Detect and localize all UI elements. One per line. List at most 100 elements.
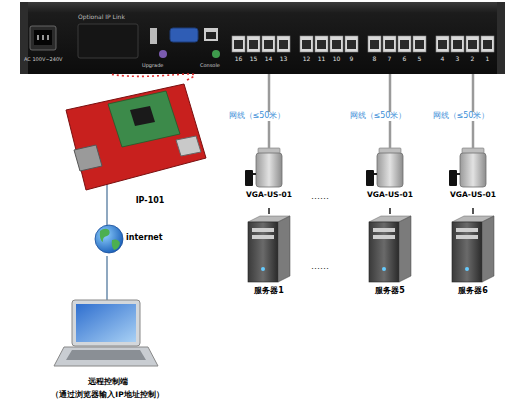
rj45-port	[247, 36, 260, 52]
port-number: 1	[480, 56, 496, 63]
port-number: 7	[382, 56, 398, 63]
daughter-board	[108, 91, 180, 147]
port-number: 12	[299, 56, 315, 63]
port-number: 4	[435, 56, 451, 63]
rj45-port	[398, 36, 411, 52]
ps2-port	[212, 50, 220, 58]
rj45-port	[232, 36, 245, 52]
network-cable	[106, 183, 108, 213]
server: 服务器5	[355, 214, 425, 302]
port-number: 14	[261, 56, 277, 63]
vga-module: VGA-US-01	[443, 148, 503, 208]
connector-line	[106, 213, 108, 222]
connector-line	[106, 256, 108, 296]
continent	[100, 229, 110, 242]
ellipsis-mark: ……	[300, 262, 340, 272]
rack-ear	[497, 2, 505, 74]
rj45-port	[300, 36, 313, 52]
rj45-port	[315, 36, 328, 52]
server: 服务器6	[438, 214, 508, 302]
remote-laptop: 远程控制端 （通过浏览器输入IP地址控制）	[30, 296, 185, 408]
laptop-keyboard	[66, 350, 146, 360]
continent	[112, 239, 120, 250]
server-label: 服务器6	[438, 287, 508, 296]
rj45-port	[413, 36, 426, 52]
db9-connector	[74, 145, 102, 171]
rj45-port	[262, 36, 275, 52]
rj45-port	[330, 36, 343, 52]
board-label: IP-101	[120, 197, 180, 206]
port-number: 16	[231, 56, 247, 63]
vga-module	[245, 148, 282, 187]
port-number: 13	[276, 56, 292, 63]
port-caption: Console	[200, 63, 234, 69]
port-number: 9	[344, 56, 360, 63]
globe	[95, 225, 123, 253]
port-number: 6	[397, 56, 413, 63]
connector-line	[389, 74, 392, 148]
module-label: VGA-US-01	[239, 191, 299, 199]
ip-link-plate	[78, 24, 138, 58]
power-socket	[30, 26, 56, 50]
console-rj45-slot	[206, 32, 216, 39]
power-pin	[47, 35, 49, 40]
port-number: 3	[450, 56, 466, 63]
ps2-port	[159, 50, 167, 58]
connector-line	[268, 74, 271, 148]
rj45-port	[345, 36, 358, 52]
port-number: 8	[367, 56, 383, 63]
network-cable	[106, 296, 108, 300]
rack-ear	[20, 2, 28, 74]
rj45-port	[481, 36, 494, 52]
port-caption: Optional IP Link	[78, 14, 142, 21]
power-socket-inner	[34, 30, 52, 45]
rj45-port	[368, 36, 381, 52]
rj45-port	[277, 36, 290, 52]
vga-port	[170, 28, 198, 42]
power-label: AC 100V~240V	[24, 57, 72, 63]
server: 服务器1	[234, 214, 304, 302]
pcb-board	[66, 84, 206, 190]
vga-module	[449, 148, 486, 187]
server-tower	[369, 216, 411, 282]
laptop-title: 远程控制端	[30, 378, 185, 387]
server-label: 服务器5	[355, 287, 425, 296]
connector-line	[472, 74, 475, 148]
laptop-screen	[76, 304, 136, 342]
server-tower	[248, 216, 290, 282]
rj45-port	[451, 36, 464, 52]
rj45-port	[436, 36, 449, 52]
internet-label: internet	[126, 234, 172, 243]
cable-label: 网线（≤50米）	[432, 112, 491, 121]
port-number: 2	[465, 56, 481, 63]
upgrade-port	[150, 28, 157, 44]
ip-module-board: IP-101	[62, 80, 212, 213]
module-label: VGA-US-01	[443, 191, 503, 199]
port-number: 11	[314, 56, 330, 63]
rj45-connector	[176, 136, 201, 156]
internet-cloud: internet	[80, 222, 175, 256]
connector-line	[268, 208, 270, 214]
connector-line	[110, 74, 195, 80]
server-tower	[452, 216, 494, 282]
port-number: 15	[246, 56, 262, 63]
power-pin	[42, 35, 44, 40]
connector-line	[472, 208, 474, 214]
server-label: 服务器1	[234, 287, 304, 296]
cable-label: 网线（≤50米）	[228, 112, 287, 121]
vga-module: VGA-US-01	[360, 148, 420, 208]
laptop-note: （通过浏览器输入IP地址控制）	[30, 391, 185, 399]
laptop-bezel	[72, 300, 140, 346]
laptop-base	[54, 347, 158, 366]
power-pin	[37, 35, 39, 40]
ellipsis-mark: ……	[300, 192, 340, 202]
rj45-port	[466, 36, 479, 52]
kvm-switch: AC 100V~240VOptional IP LinkUpgradeConso…	[20, 2, 505, 74]
port-number: 5	[412, 56, 428, 63]
connector-line	[389, 208, 391, 214]
chip	[130, 106, 155, 126]
